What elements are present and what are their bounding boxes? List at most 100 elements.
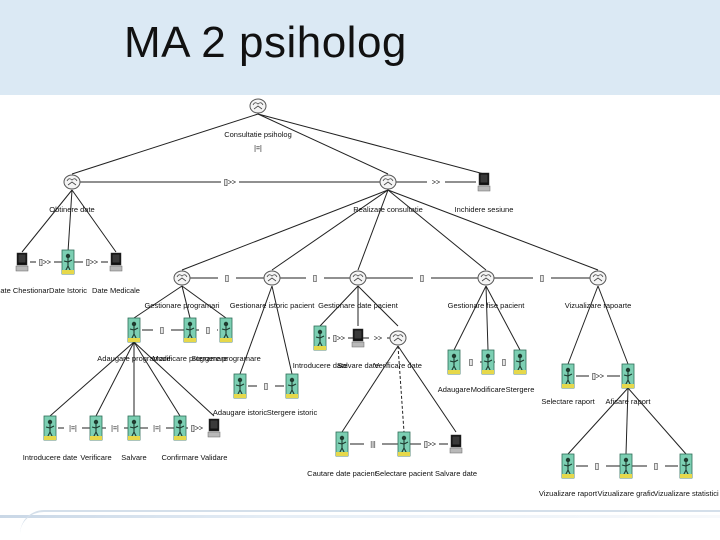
modificare-programare-icon (183, 317, 197, 343)
temporal-operator: [] (654, 464, 658, 471)
p1-leaf-label-4: Validare (201, 453, 228, 462)
operator-bg (36, 257, 54, 266)
operator-bg (330, 333, 348, 342)
temporal-operator: []>> (592, 374, 604, 381)
level2-label-2: Gestionare date pacient (318, 301, 399, 310)
operator-bg (306, 273, 324, 282)
temporal-operator: [] (206, 328, 210, 335)
root-task-label: Consultatie psiholog (224, 130, 292, 139)
operator-bg (249, 143, 267, 152)
task-realizare-consultatie-icon (379, 174, 397, 190)
operator-bg (64, 423, 82, 432)
p4-child-icon-2 (513, 349, 527, 375)
operator-bg (199, 325, 217, 334)
task-model-diagram: Consultatie psiholog |=| []>> >> Obtinere da… (0, 98, 719, 498)
group-a-label-0: Date Chestionar (0, 286, 50, 295)
p3-child-label-1: Salvare date (337, 361, 379, 370)
p4-child-label-0: Adaugare (438, 385, 471, 394)
temporal-operator: >> (432, 180, 440, 187)
operator-bg (421, 439, 439, 448)
operator-bg (106, 423, 124, 432)
p2-child-label-0: Adaugare istoric (213, 408, 267, 417)
date-chestionar-icon (15, 252, 29, 272)
p3-child-label-2: Verificare date (374, 361, 422, 370)
temporal-operator: []>> (424, 442, 436, 449)
p3-leaf-icon-0 (335, 431, 349, 457)
p5-leaf-label-1: Vizualizare grafic (598, 489, 655, 498)
operator-bg (221, 177, 239, 186)
temporal-operator: [] (313, 276, 317, 283)
level2-task-icon-3 (477, 270, 495, 286)
adaugare-istoric-icon (233, 373, 247, 399)
title-bar (0, 0, 720, 95)
p2-child-label-1: Stergere istoric (267, 408, 318, 417)
temporal-operator: []>> (86, 260, 98, 267)
temporal-operator: [] (469, 360, 473, 367)
p5-leaf-icon-2 (679, 453, 693, 479)
p4-child-label-2: Stergere (506, 385, 535, 394)
operator-bg (495, 357, 513, 366)
p4-child-label-1: Modificare (471, 385, 506, 394)
task-inchidere-sesiune-icon (477, 172, 491, 192)
temporal-operator: []>> (333, 336, 345, 343)
selectare-raport-icon (561, 363, 575, 389)
temporal-operator: [] (264, 384, 268, 391)
operator-bg (588, 461, 606, 470)
level2-task-icon-4 (589, 270, 607, 286)
operator-bg (589, 371, 607, 380)
p5-leaf-icon-1 (619, 453, 633, 479)
temporal-operator: [] (595, 464, 599, 471)
p1-leaf-label-2: Salvare (121, 453, 146, 462)
p3-leaf-label-0: Cautare date pacient (307, 469, 378, 478)
level2-task-icon-2 (349, 270, 367, 286)
temporal-operator: []>> (39, 260, 51, 267)
operator-bg (257, 381, 275, 390)
operator-bg (413, 273, 431, 282)
date-istoric-icon (61, 249, 75, 275)
footer-line (0, 515, 720, 518)
footer-swoosh (20, 510, 720, 534)
level2-label-0: Gestionare programari (144, 301, 219, 310)
operator-bg (369, 333, 387, 342)
temporal-operator: [] (420, 276, 424, 283)
temporal-operator: []>> (191, 426, 203, 433)
date-medicale-icon (109, 252, 123, 272)
p3-leaf-icon-1 (397, 431, 411, 457)
p5-child-label-0: Selectare raport (541, 397, 595, 406)
operator-bg (364, 439, 382, 448)
temporal-operator: ||| (370, 442, 376, 449)
operator-bg (462, 357, 480, 366)
p1-leaf-label-3: Confirmare (161, 453, 198, 462)
p5-leaf-label-0: Vizualizare raport (539, 489, 598, 498)
p3-leaf-label-2: Salvare date (435, 469, 477, 478)
temporal-operator: |=| (254, 146, 262, 153)
temporal-operator: |=| (69, 426, 77, 433)
group-a-label-2: Date Medicale (92, 286, 140, 295)
task-obtinere-date-label: Obtinere date (49, 205, 94, 214)
p1-leaf-label-1: Verificare (80, 453, 111, 462)
stergere-istoric-icon (285, 373, 299, 399)
group-a-label-1: Date Istoric (49, 286, 87, 295)
level2-task-icon-0 (173, 270, 191, 286)
p3-salvare-date-icon (351, 328, 365, 348)
operator-bg (83, 257, 101, 266)
root-task-icon (249, 98, 267, 114)
level2-label-1: Gestionare istoric pacient (230, 301, 316, 310)
temporal-operator: [] (502, 360, 506, 367)
operator-bg (148, 423, 166, 432)
stergere-programare-icon (219, 317, 233, 343)
p1-leaf-icon-1 (89, 415, 103, 441)
operator-bg (427, 177, 445, 186)
p5-child-label-1: Afisare raport (605, 397, 651, 406)
level2-task-icon-1 (263, 270, 281, 286)
temporal-operator: |=| (111, 426, 119, 433)
operator-bg (533, 273, 551, 282)
p3-child-label-0: Introducere date (293, 361, 348, 370)
operator-bg (153, 325, 171, 334)
task-inchidere-sesiune-label: Inchidere sesiune (455, 205, 514, 214)
p5-leaf-icon-0 (561, 453, 575, 479)
p1-leaf-icon-0 (43, 415, 57, 441)
afisare-raport-icon (621, 363, 635, 389)
p3-introducere-date-icon (313, 325, 327, 351)
p1-child-label-2: Stergere programare (191, 354, 261, 363)
